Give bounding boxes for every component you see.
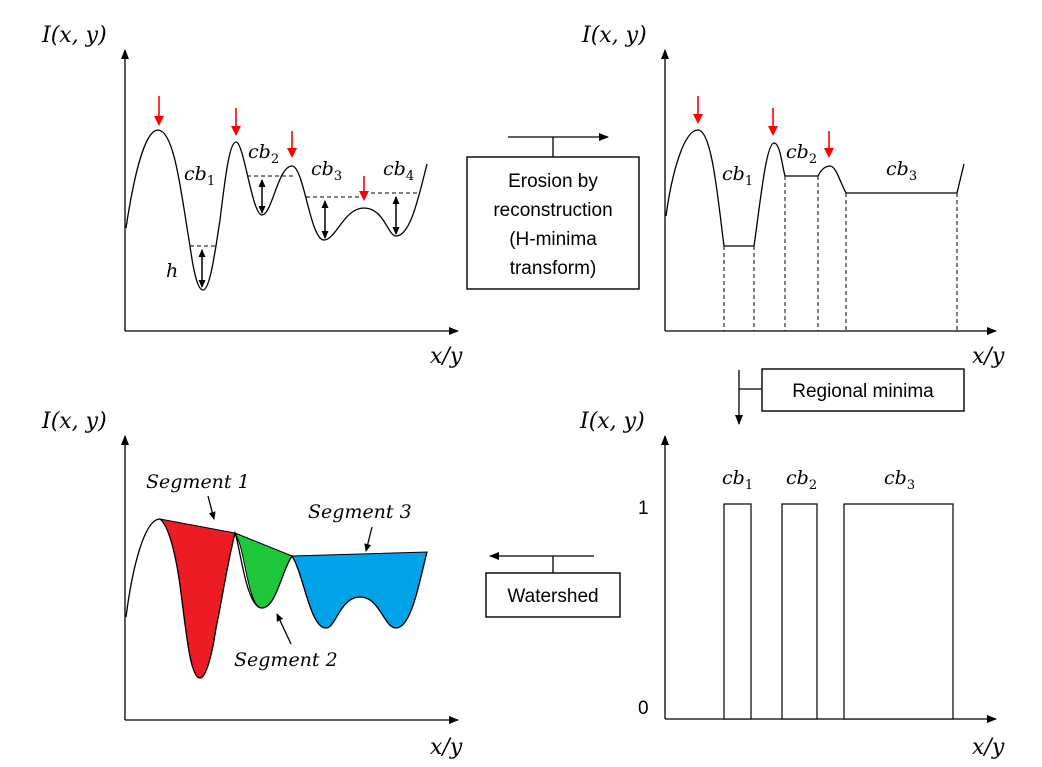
segment-1-pointer [207,495,216,520]
segment-3-pointer [364,526,373,552]
red-marker-head [824,148,834,158]
tick-0-label: 0 [638,698,649,719]
erosion-box [466,156,640,290]
panel-binary-minima: I(x, y) x/y 1 0 cb1 cb2 cb3 [579,409,1005,760]
erosion-text-line: (H-minima [509,229,597,250]
cb2-label: cb2 [786,141,817,167]
reconstructed-curve [665,129,965,247]
y-axis-label: I(x, y) [581,23,647,48]
cb3-label: cb3 [311,158,342,184]
x-axis-label: x/y [972,344,1005,369]
tick-1-label: 1 [638,498,649,519]
h-label: h [166,260,178,282]
cb1-label: cb1 [722,163,753,189]
red-marker-head [287,148,297,158]
step-watershed: Watershed [485,552,621,618]
minima-bar-cb1 [723,503,752,720]
panel-original-profile: I(x, y) x/y h cb1 cb2 cb3 cb4 [41,23,463,369]
cb1-label: cb1 [722,467,753,493]
red-marker-head [231,126,241,136]
y-axis-label: I(x, y) [41,409,107,434]
red-marker-head [154,116,164,126]
x-axis-label: x/y [430,735,463,760]
minima-bar-cb2 [781,503,818,720]
panel-segmentation: I(x, y) x/y Segment 1 Segment 3 Segment … [41,409,463,760]
cb1-label: cb1 [184,163,215,189]
segment-2-label: Segment 2 [234,649,338,671]
y-axis-label: I(x, y) [41,23,107,48]
red-marker-head [359,191,369,201]
regional-minima-box [761,368,965,412]
red-marker-head [693,114,703,124]
x-axis-label: x/y [430,344,463,369]
segment-2-pointer [276,613,292,645]
erosion-text-line: transform) [510,258,597,279]
erosion-text-line: Erosion by [508,171,598,192]
minima-bar-cb3 [843,503,954,720]
watershed-text: Watershed [507,586,598,607]
cb3-label: cb3 [886,158,917,184]
step-erosion: Erosion by reconstruction (H-minima tran… [466,133,640,290]
step-regional-minima: Regional minima [735,368,965,425]
cb2-label: cb2 [786,467,817,493]
segment-3-region [291,551,428,629]
cb2-label: cb2 [248,141,279,167]
watershed-box [485,572,621,618]
y-axis-label: I(x, y) [579,409,645,434]
red-marker-head [768,126,778,136]
cb3-label: cb3 [884,467,915,493]
segment-3-label: Segment 3 [308,501,412,523]
cb4-label: cb4 [383,158,414,184]
segment-1-label: Segment 1 [146,471,250,493]
x-axis-label: x/y [972,735,1005,760]
erosion-text-line: reconstruction [493,200,612,221]
intensity-curve [125,129,428,291]
segmented-curve-outline [125,518,428,679]
panel-reconstructed-profile: I(x, y) x/y cb1 cb2 cb3 [581,23,1005,369]
regional-minima-text: Regional minima [792,381,934,402]
